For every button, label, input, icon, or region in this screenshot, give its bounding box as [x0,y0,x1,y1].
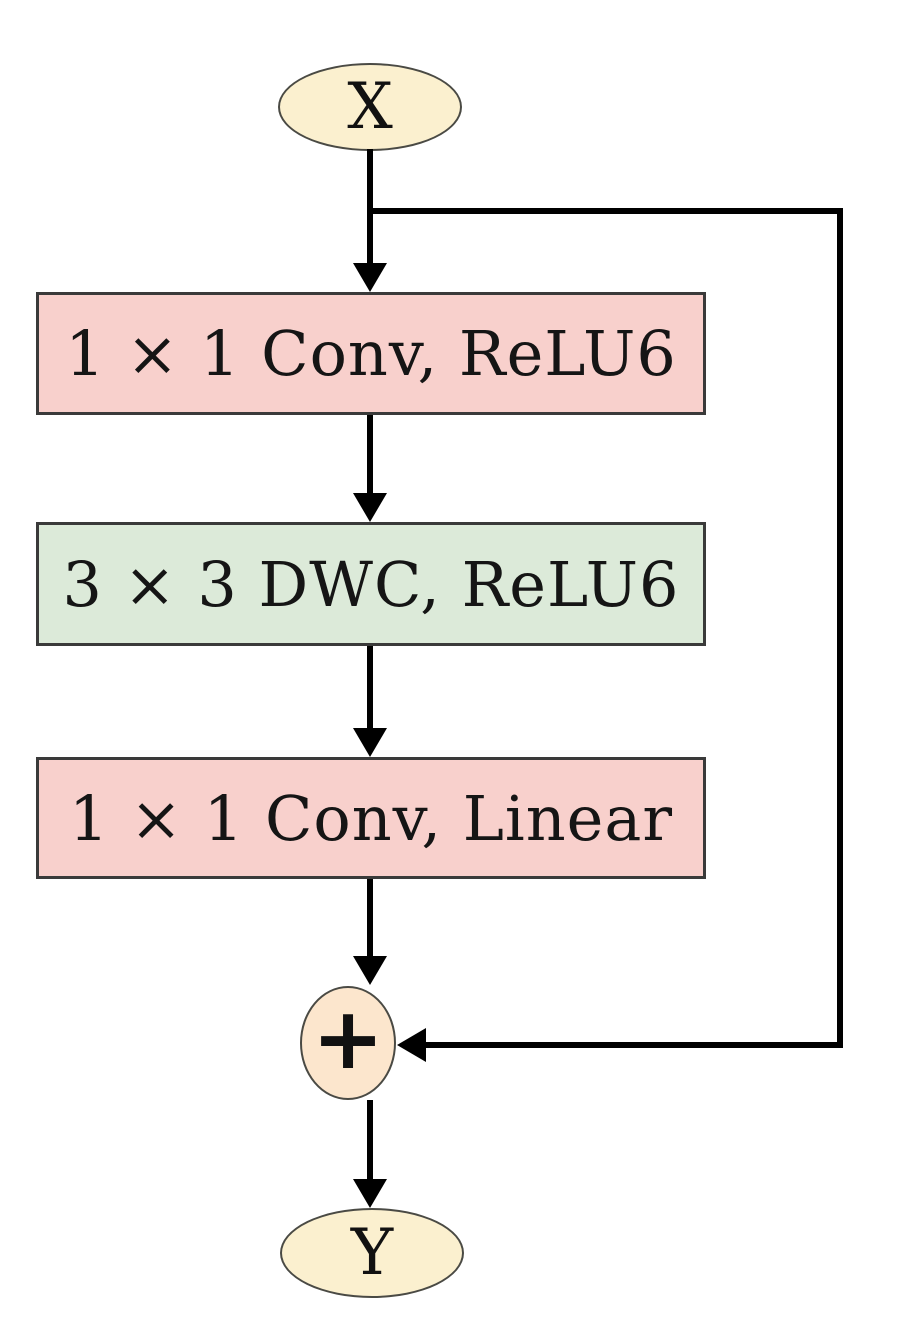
input-node: X [278,63,462,151]
conv1-block-label: 1 × 1 Conv, ReLU6 [65,317,677,390]
arrowhead-down-icon [353,1179,387,1208]
edge-conv2-to-sum [367,879,373,958]
skip-edge-top-segment [367,208,843,214]
arrowhead-down-icon [353,728,387,757]
edge-sum-to-output [367,1100,373,1180]
skip-edge-right-segment [837,208,843,1048]
skip-edge-bottom-segment [424,1042,841,1048]
arrowhead-down-icon [353,956,387,985]
dwc-block-label: 3 × 3 DWC, ReLU6 [62,547,680,621]
input-node-label: X [347,70,393,144]
arrowhead-left-icon [397,1028,426,1062]
arrowhead-down-icon [353,493,387,522]
conv2-block: 1 × 1 Conv, Linear [36,757,706,879]
dwc-block: 3 × 3 DWC, ReLU6 [36,522,706,646]
plus-icon: + [311,989,385,1089]
output-node-label: Y [350,1216,394,1290]
sum-node: + [300,986,396,1100]
conv2-block-label: 1 × 1 Conv, Linear [69,781,673,855]
conv1-block: 1 × 1 Conv, ReLU6 [36,292,706,415]
edge-conv1-to-dwc [367,415,373,496]
edge-input-to-conv1 [367,149,373,266]
output-node: Y [280,1208,464,1298]
edge-dwc-to-conv2 [367,646,373,729]
arrowhead-down-icon [353,263,387,292]
